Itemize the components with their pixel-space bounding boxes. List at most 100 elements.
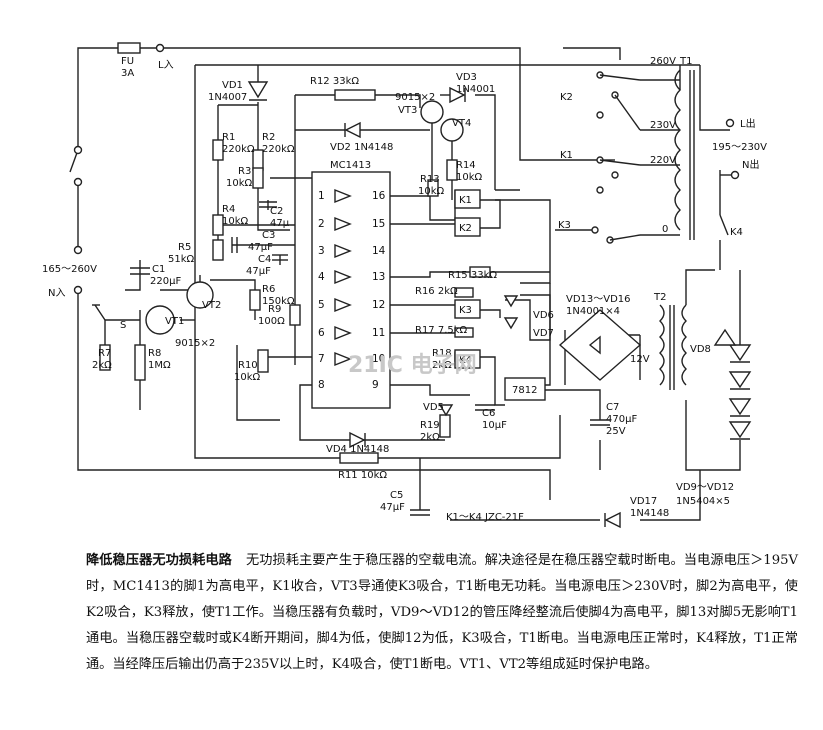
r8-label: R8 [148,348,161,359]
vt2-transistor [186,281,214,309]
vd3-part: 1N4001 [456,84,495,95]
tap-0: 0 [662,224,668,235]
ic-label: MC1413 [330,160,371,171]
k1-coil [454,189,481,209]
k4-coil [454,349,481,369]
r15-resistor [469,266,491,278]
vt2-label: VT2 [202,300,221,311]
switch-s-label: S [120,320,126,331]
12v-label: 12V [630,354,650,365]
n-out-label: N出 [742,158,759,171]
r1-label: R1 [222,132,235,143]
r4-label: R4 [222,204,235,215]
vt4-label: VT4 [452,118,471,129]
vt3-label: VT3 [398,105,417,116]
vd2-label: VD2 1N4148 [330,142,393,153]
vd13-16-label: VD13～VD16 [566,294,631,305]
vd3-diode [449,86,466,104]
ic-gates [334,188,352,367]
ic-pin-7: 7 [318,353,325,365]
k3-coil [454,299,481,319]
r6-label: R6 [262,284,275,295]
ic-pin-4: 4 [318,271,325,283]
r5-label: R5 [178,242,191,253]
l-out-label: L出 [740,117,756,130]
r3-value: 10kΩ [226,178,253,189]
k3-coil-label: K3 [459,305,472,316]
vd2-diode [344,121,361,139]
r15-label: R15 33kΩ [448,270,497,281]
r16-label: R16 2kΩ [415,286,458,297]
vd8-diode [713,328,737,346]
vd7-led [503,317,519,330]
r10-label: R10 [238,360,258,371]
c5-label: C5 [390,490,403,501]
vd9-vd12-diodes [728,300,752,440]
mc1413-ic [311,171,391,409]
ic-pin-11: 11 [372,327,385,339]
vd4-label: VD4 1N4148 [326,444,389,455]
r12-label: R12 33kΩ [310,76,359,87]
r13-value: 10kΩ [418,186,445,197]
fuse-label: FU [121,56,134,67]
r9-value: 100Ω [258,316,285,327]
k1-label: K1 [560,150,573,161]
vd5-led [438,404,454,417]
vd13-16-part: 1N4001×4 [566,306,620,317]
vt4-transistor [440,118,464,142]
r7-resistor [99,344,111,371]
vd17-part: 1N4148 [630,508,669,519]
r6-value: 150kΩ [262,296,295,307]
c6-label: C6 [482,408,495,419]
r11-resistor [339,452,379,464]
k4-coil-label: K4 [459,355,472,366]
c7-capacitor [590,419,610,426]
vt3-transistor [420,100,444,124]
vd8-label: VD8 [690,344,711,355]
k3-label: K3 [558,220,571,231]
t2-label: T2 [653,292,666,303]
ic-pin-9: 9 [372,379,379,391]
c5-capacitor [410,509,430,516]
k4-label: K4 [730,227,743,238]
r5-resistor [212,239,224,261]
ic-pin-6: 6 [318,327,325,339]
tap-260v: 260V [650,56,676,67]
ic-pin-10: 10 [372,353,385,365]
7812-label: 7812 [512,385,537,396]
r4-resistor [212,214,224,236]
r14-label: R14 [456,160,476,171]
c4-capacitor [272,254,288,261]
vd6-label: VD6 [533,310,554,321]
r17-label: R17 7.5kΩ [415,325,468,336]
output-range-label: 195～230V [712,142,767,153]
c7-voltage: 25V [606,426,626,437]
fuse-rating: 3A [121,68,134,79]
vt-label: 9015×2 [395,92,435,103]
vd9-12-label: VD9～VD12 [676,482,734,493]
input-range-label: 165～260V [42,264,97,275]
c7-label: C7 [606,402,619,413]
r3-resistor [252,167,264,189]
c1-label: C1 [152,264,165,275]
r9-label: R9 [268,304,281,315]
c2-value: 47μ [270,218,290,229]
vd17-diode [604,511,621,529]
c4-value: 47μF [246,266,271,277]
ic-pin-5: 5 [318,299,325,311]
caption-title: 降低稳压器无功损耗电路 [86,553,232,568]
switch-s [94,304,106,321]
r10-value: 10kΩ [234,372,261,383]
vd6-led [503,295,519,308]
circuit-diagram: FU 3A L入 165～260V N入 L出 195～230V N出 T1 2… [42,42,767,529]
relay-contacts [591,71,729,244]
r7-label: R7 [98,348,111,359]
c3-capacitor [231,237,238,253]
ic-pin-13: 13 [372,271,385,283]
caption-body: 无功损耗主要产生于稳压器的空载电流。解决途径是在稳压器空载时断电。当电源电压＞1… [86,553,798,672]
r7-value: 2kΩ [92,360,112,371]
r19-resistor [439,414,451,438]
r13-resistor [427,179,439,197]
vd17-label: VD17 [630,496,657,507]
c6-capacitor [475,404,495,411]
